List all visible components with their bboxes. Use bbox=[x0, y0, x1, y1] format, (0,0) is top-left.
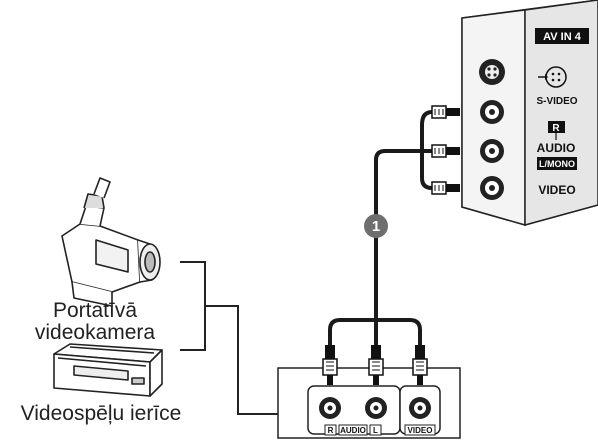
rca-plug-icon bbox=[368, 345, 384, 385]
rca-jack-icon bbox=[480, 100, 504, 124]
video-label: VIDEO bbox=[538, 183, 575, 197]
callout-badge: 1 bbox=[364, 214, 388, 238]
r-label: R bbox=[552, 123, 560, 134]
jack-r-label: R bbox=[328, 426, 334, 435]
camcorder-label-line1: Portatīvā bbox=[53, 299, 137, 322]
jack-video-label: VIDEO bbox=[408, 426, 433, 435]
camcorder-icon bbox=[61, 177, 161, 307]
rca-plug-icon bbox=[431, 181, 460, 195]
camcorder-label-line2: videokamera bbox=[35, 321, 156, 344]
lmono-label: L/MONO bbox=[539, 159, 575, 169]
jack-audio-label: AUDIO bbox=[340, 426, 366, 435]
rca-jack-icon bbox=[480, 176, 504, 200]
rca-jack-icon bbox=[365, 397, 387, 419]
r-badge bbox=[548, 121, 565, 133]
rca-plug-icon bbox=[431, 144, 460, 158]
rca-jack-icon bbox=[409, 397, 431, 419]
av-in-badge bbox=[535, 28, 589, 44]
rca-jack-icon bbox=[319, 397, 341, 419]
rca-plug-icon bbox=[322, 345, 338, 385]
audio-label: AUDIO bbox=[537, 141, 576, 155]
rca-plug-icon bbox=[431, 105, 460, 119]
callout-number: 1 bbox=[372, 218, 380, 235]
lmono-badge bbox=[537, 157, 577, 170]
tv-side-panel: AV IN 4 S-VIDEO R AUDIO L/MONO VIDEO bbox=[461, 0, 598, 226]
jack-l-label: L bbox=[373, 426, 378, 435]
svideo-jack-icon bbox=[479, 59, 505, 85]
av-cable bbox=[328, 110, 433, 365]
device-bracket bbox=[180, 261, 278, 415]
svideo-mini-icon bbox=[538, 66, 567, 88]
console-label: Videospēļu ierīce bbox=[21, 402, 182, 425]
rca-plug-icon bbox=[412, 345, 428, 385]
source-jack-panel: R AUDIO L VIDEO bbox=[277, 367, 461, 439]
rca-jack-icon bbox=[480, 139, 504, 163]
svideo-label: S-VIDEO bbox=[536, 96, 577, 107]
game-console-icon bbox=[53, 343, 163, 397]
av-in-label: AV IN 4 bbox=[543, 31, 582, 43]
